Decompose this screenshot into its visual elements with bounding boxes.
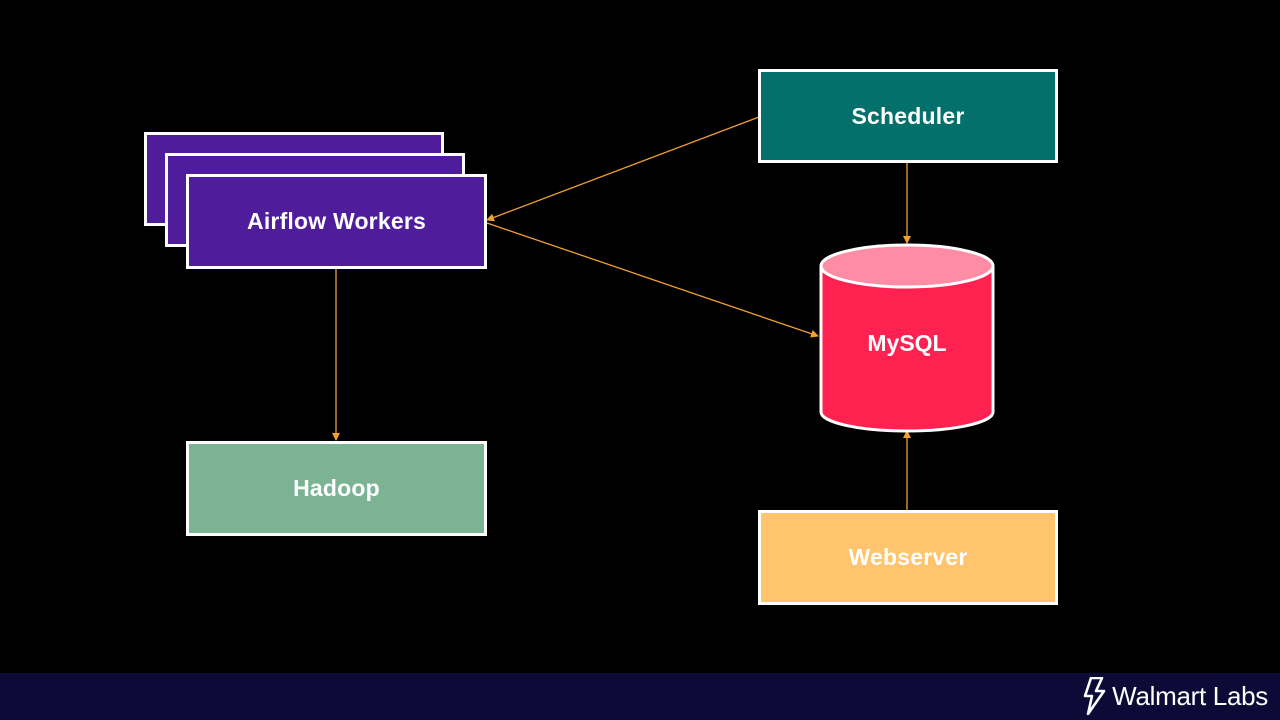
footer-bar (0, 673, 1280, 720)
mysql-label: MySQL (867, 330, 947, 356)
scheduler-label: Scheduler (851, 102, 965, 129)
scheduler-node: Scheduler (758, 69, 1058, 163)
webserver-label: Webserver (848, 544, 968, 570)
mysql-cylinder-top (819, 243, 995, 289)
brand-name: Walmart Labs (1112, 680, 1268, 711)
airflow-workers-node: Airflow Workers (186, 174, 487, 269)
airflow-workers-label: Airflow Workers (247, 208, 426, 234)
edge-scheduler-to-workers (486, 116, 760, 222)
mysql-cylinder-body (819, 266, 995, 433)
hadoop-node: Hadoop (186, 441, 487, 536)
webserver-node: Webserver (758, 510, 1058, 605)
lightning-bolt-icon (1083, 677, 1106, 715)
hadoop-label: Hadoop (293, 475, 380, 501)
mysql-node (819, 243, 995, 433)
brand-logo: Walmart Labs (1082, 674, 1268, 718)
edge-workers-to-mysql (486, 222, 819, 338)
